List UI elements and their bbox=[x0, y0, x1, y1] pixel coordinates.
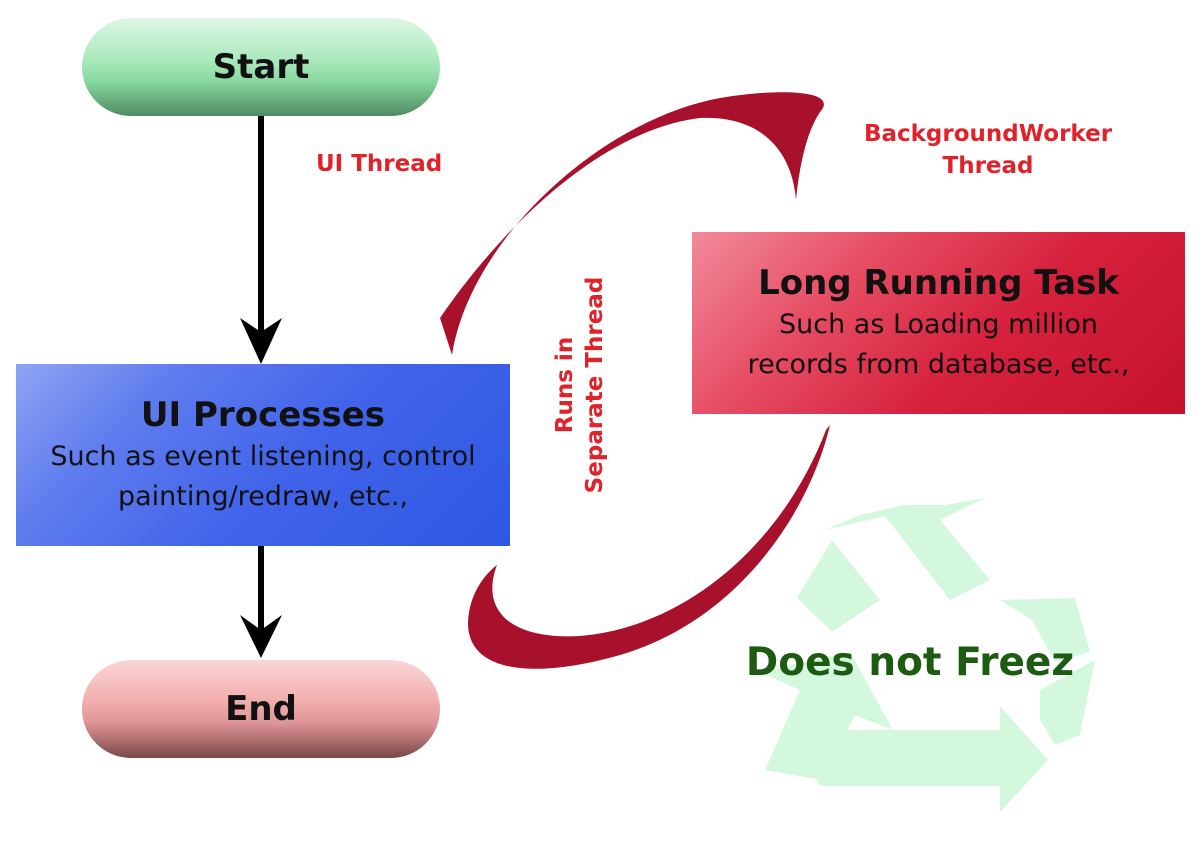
arrow-ui-to-end-head bbox=[240, 615, 282, 658]
runs-label-line2: Separate Thread bbox=[582, 276, 608, 494]
start-label: Start bbox=[212, 47, 310, 87]
loop-arrow-top bbox=[440, 92, 824, 356]
long-task-line2: records from database, etc., bbox=[747, 349, 1130, 380]
bgw-label-line2: Thread bbox=[942, 153, 1034, 179]
end-label: End bbox=[225, 689, 297, 729]
recycle-icon bbox=[760, 498, 1095, 812]
ui-processes-line2: painting/redraw, etc., bbox=[117, 481, 409, 512]
loop-arrow-bottom bbox=[468, 425, 830, 669]
runs-in-separate-thread-label: Runs in Separate Thread bbox=[550, 250, 630, 520]
ui-thread-label: UI Thread bbox=[316, 151, 443, 177]
end-node: End bbox=[82, 660, 440, 758]
does-not-freez-label: Does not Freez bbox=[745, 640, 1075, 685]
runs-label-line1: Runs in bbox=[552, 336, 578, 434]
bgw-label-line1: BackgroundWorker bbox=[863, 121, 1113, 147]
long-running-task-box: Long Running Task Such as Loading millio… bbox=[692, 232, 1185, 414]
long-task-title: Long Running Task bbox=[758, 263, 1119, 303]
start-node: Start bbox=[82, 18, 440, 116]
arrow-start-to-ui-head bbox=[240, 318, 282, 364]
backgroundworker-thread-label: BackgroundWorker Thread bbox=[848, 118, 1128, 182]
ui-processes-title: UI Processes bbox=[140, 395, 386, 435]
ui-processes-box: UI Processes Such as event listening, co… bbox=[16, 364, 510, 546]
ui-processes-line1: Such as event listening, control bbox=[50, 441, 476, 472]
long-task-line1: Such as Loading million bbox=[778, 309, 1099, 340]
